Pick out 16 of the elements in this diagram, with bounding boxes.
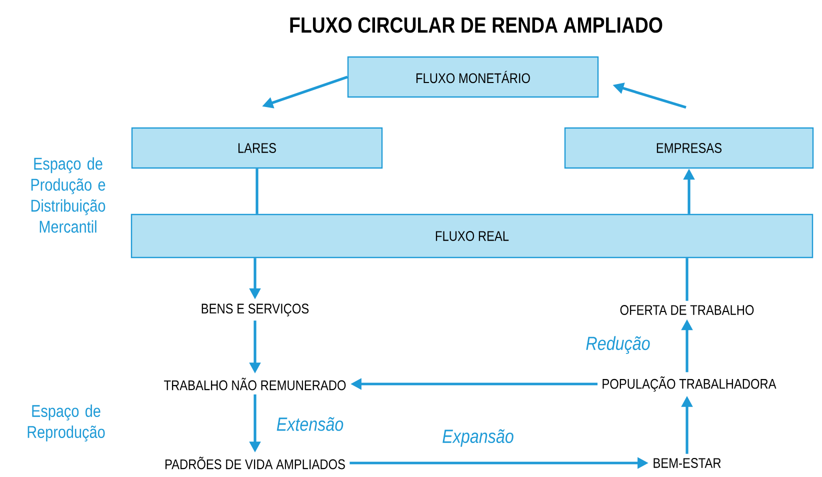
node-text: PADRÕES DE VIDA AMPLIADOS [166, 456, 345, 470]
edge-label: Redução [586, 336, 650, 354]
node-text: POPULAÇÃO TRABALHADORA [602, 376, 776, 392]
node-text: OFERTA DE TRABALHO [620, 305, 754, 315]
process-box: LARES [131, 127, 383, 169]
side-label: Espaço de Reprodução [28, 404, 105, 442]
process-box: EMPRESAS [564, 127, 814, 169]
process-box: FLUXO REAL [130, 214, 814, 258]
edge-label: Expansão [442, 429, 514, 447]
node-text: TRABALHO NÃO REMUNERADO [164, 378, 346, 390]
node-text: BEM-ESTAR [654, 458, 721, 468]
node-text: BENS E SERVIÇOS [202, 304, 309, 316]
side-label: Espaço de Produção e Distribuição Mercantil [31, 157, 106, 233]
title: FLUXO CIRCULAR DE RENDA AMPLIADO [290, 17, 662, 33]
process-box: FLUXO MONETÁRIO [347, 56, 599, 98]
edge-label: Extensão [276, 417, 344, 431]
